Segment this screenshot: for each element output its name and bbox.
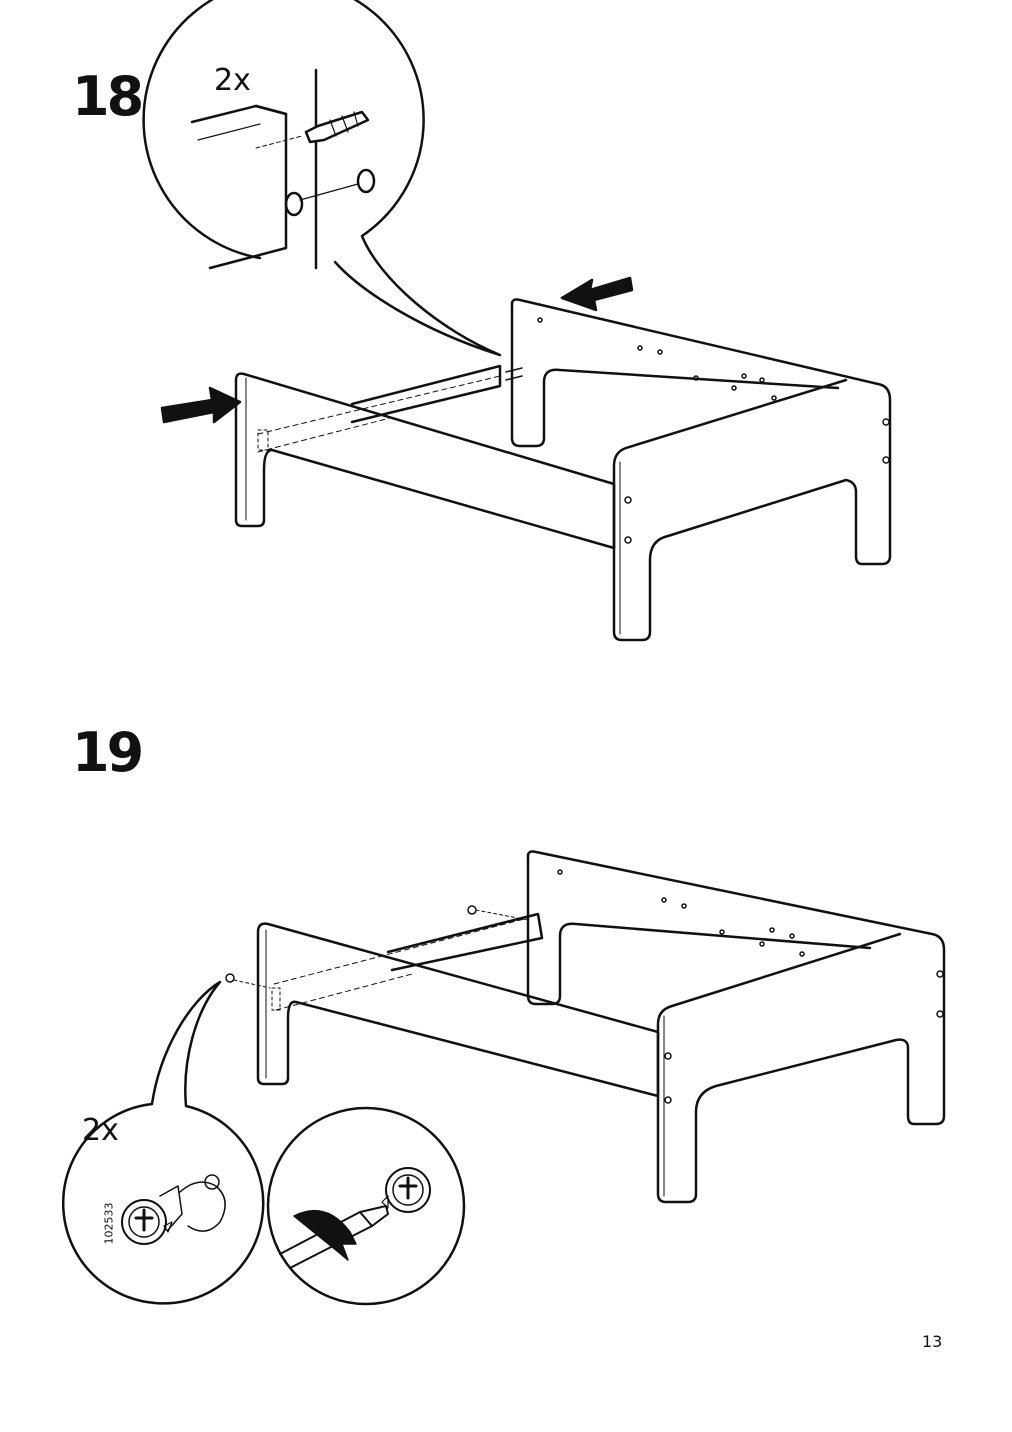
step-18-number: 18: [72, 65, 144, 128]
step18-detail-callout: [142, 0, 502, 357]
part-number: 102533: [102, 1202, 116, 1245]
step19-illustration: [61, 850, 946, 1306]
panel-holes: [537, 317, 890, 544]
cam-lock-icon: [225, 905, 529, 989]
hole-icon: [356, 168, 376, 194]
step-19-quantity: 2x: [82, 1113, 119, 1148]
step-19-number: 19: [72, 721, 144, 784]
rotate-arrow-icon: [293, 1209, 357, 1261]
panel-holes: [557, 869, 944, 1104]
push-arrow-left: [160, 386, 242, 424]
cam-bolt-icon: [255, 110, 370, 149]
step-18-quantity: 2x: [214, 63, 251, 98]
push-arrow-right: [560, 276, 634, 312]
step19-detail-callouts: [61, 980, 466, 1306]
page-number: 13: [922, 1332, 943, 1351]
tool-detail-circle: [266, 1106, 466, 1306]
screwdriver-detail-icon: [279, 1167, 431, 1269]
dowel-icon: [284, 191, 304, 217]
step18-illustration: [142, 0, 892, 642]
step18-bed-frame: [234, 298, 892, 642]
cam-lock-detail-icon: [121, 1174, 226, 1245]
step19-bed-frame: [225, 850, 946, 1204]
